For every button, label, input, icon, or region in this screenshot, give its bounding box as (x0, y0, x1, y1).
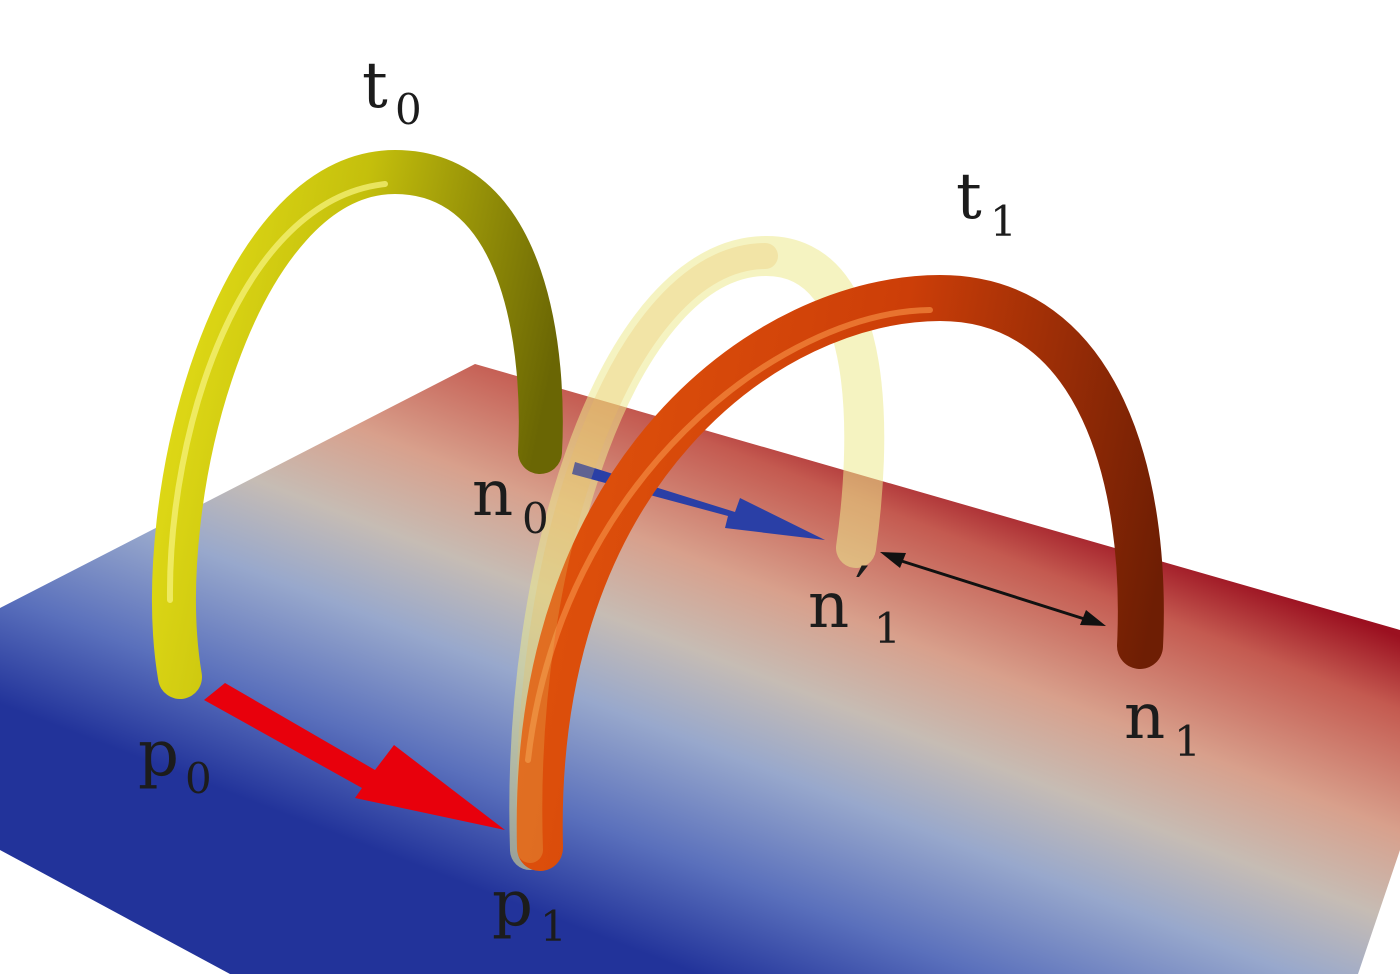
label-n1-sub: 1 (1174, 717, 1201, 766)
label-t0-sub: 0 (395, 85, 422, 134)
gradient-plane (0, 364, 1400, 974)
distance-arrow (880, 552, 1106, 626)
label-p0-base: p (138, 717, 179, 791)
red-arrow (204, 683, 505, 830)
label-n1: n 1 (1124, 680, 1201, 766)
label-t0-base: t (362, 49, 388, 123)
yellow-arch (152, 149, 563, 699)
label-t1-sub: 1 (990, 197, 1017, 246)
ghost-overlap (516, 243, 778, 863)
label-n1-prime: n ′ 1 (808, 554, 901, 653)
label-t1-base: t (956, 160, 982, 234)
label-n0-sub: 0 (522, 494, 549, 543)
orange-arch (516, 274, 1164, 871)
label-p1-base: p (492, 867, 533, 941)
label-n0: n 0 (472, 457, 549, 543)
label-n1-base: n (1124, 680, 1165, 754)
label-t0: t 0 (362, 49, 422, 134)
label-p0: p 0 (138, 717, 212, 803)
label-p1: p 1 (492, 867, 567, 951)
ghost-yellow-arch (509, 235, 885, 870)
label-n1-prime-base: n (808, 569, 849, 643)
label-t1: t 1 (956, 160, 1017, 246)
label-n1-prime-mark: ′ (855, 554, 870, 628)
label-p0-sub: 0 (185, 754, 212, 803)
label-n0-base: n (472, 457, 513, 531)
label-n1-prime-sub: 1 (874, 604, 901, 653)
label-p1-sub: 1 (540, 902, 567, 951)
